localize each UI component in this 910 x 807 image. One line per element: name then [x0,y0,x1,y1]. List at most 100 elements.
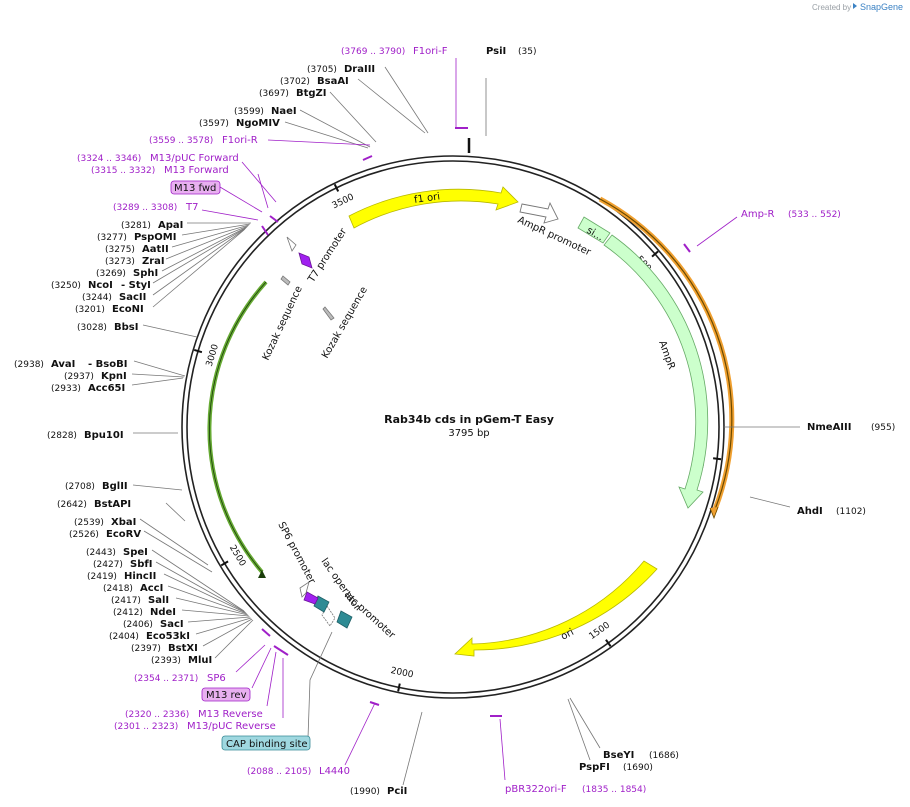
enzyme-bsobi[interactable]: - BsoBI [88,359,127,370]
enzyme-bstapi-pos: (2642) [57,500,87,510]
primer-m13-rev[interactable]: M13 rev [206,690,247,701]
enzyme-nmeaiii[interactable]: NmeAIII [807,422,851,433]
scale-tick-2500 [220,560,229,567]
primer-t7[interactable]: T7 [185,202,198,213]
enzyme-eco53ki[interactable]: Eco53kI [146,631,190,642]
primer-sp6-pos: (2354 .. 2371) [134,674,198,684]
primer-mark-t7 [261,225,269,236]
enzyme-ncoi-pos: (3250) [51,281,81,291]
enzyme-pspomi[interactable]: PspOMI [134,232,176,243]
feature-lac-operator-2[interactable] [336,610,353,629]
feature-t7-site[interactable] [298,252,313,269]
enzyme-acc65i[interactable]: Acc65I [88,383,125,394]
enzyme-bstapi[interactable]: BstAPI [94,499,131,510]
plasmid-name: Rab34b cds in pGem-T Easy [384,413,554,426]
feature-insert-arc-inner [209,281,267,573]
enzyme-econi[interactable]: EcoNI [112,304,144,315]
credit-prefix: Created by [812,3,851,12]
primer-mark-sp6 [261,628,271,637]
enzyme-eco53ki-pos: (2404) [109,632,139,642]
feature-sp6-promoter[interactable] [299,581,310,598]
feature-ori[interactable] [454,560,658,657]
enzyme-avai[interactable]: AvaI [51,359,75,370]
scale-tick-500 [651,250,659,258]
enzyme-pspfi-pos: (1690) [623,763,653,773]
enzyme-bstxi[interactable]: BstXI [168,643,198,654]
feature-kozak-2[interactable] [322,306,335,321]
enzyme-acci[interactable]: AccI [140,583,163,594]
enzyme-psii[interactable]: PsiI [486,46,506,57]
scale-tick-2000 [397,683,401,692]
primer-pbr322ori-f[interactable]: pBR322ori-F [505,784,567,795]
enzyme-aatii-pos: (3275) [105,245,135,255]
enzyme-ecorv[interactable]: EcoRV [106,529,141,540]
feature-kozak-1[interactable] [280,275,291,286]
cap-binding-site-label[interactable]: CAP binding site [226,739,308,750]
enzyme-xbai[interactable]: XbaI [111,517,136,528]
primer-m13-fwd-box[interactable] [170,180,221,195]
primer-m13puc-reverse[interactable]: M13/pUC Reverse [187,721,276,732]
enzyme-styi[interactable]: - StyI [121,280,151,291]
enzyme-bsaai[interactable]: BsaAI [317,76,349,87]
enzyme-bglii-pos: (2708) [65,482,95,492]
scale-tick-3000 [193,348,203,354]
enzyme-pspfi[interactable]: PspFI [579,762,610,773]
enzyme-draiii[interactable]: DraIII [344,64,375,75]
feature-f1-ori[interactable] [348,186,519,229]
enzyme-saci[interactable]: SacI [160,619,184,630]
primer-f1ori-r-pos: (3559 .. 3578) [149,136,213,146]
enzyme-pcii[interactable]: PciI [387,786,407,797]
scale-tick-3500 [333,183,340,192]
feature-ampr-promoter[interactable] [519,201,559,224]
feature-sp6-site[interactable] [303,591,319,605]
enzyme-bpu10i[interactable]: Bpu10I [84,430,124,441]
enzyme-bbsi[interactable]: BbsI [114,322,138,333]
primer-mark-l4440 [369,701,380,706]
enzyme-mlui[interactable]: MluI [188,655,212,666]
enzyme-ahdi[interactable]: AhdI [797,506,823,517]
feature-signal-sequence[interactable] [577,216,611,244]
enzyme-bsaai-pos: (3702) [280,77,310,87]
feature-insert-arc[interactable] [207,280,268,574]
enzyme-ndei[interactable]: NdeI [150,607,176,618]
enzyme-sbfi-pos: (2427) [93,560,123,570]
enzyme-ngomiv-pos: (3597) [199,119,229,129]
enzyme-sacii[interactable]: SacII [119,292,146,303]
feature-label-ampr: AmpR [656,339,677,371]
enzyme-saci-pos: (2406) [123,620,153,630]
backbone-outer-ring [181,155,725,699]
primer-m13-rev-box[interactable] [201,687,251,702]
primer-m13puc-forward[interactable]: M13/pUC Forward [150,153,239,164]
enzyme-btgzi[interactable]: BtgZI [296,88,327,99]
primer-m13-forward[interactable]: M13 Forward [164,165,229,176]
enzyme-bseyi[interactable]: BseYI [603,750,634,761]
enzyme-zrai[interactable]: ZraI [142,256,165,267]
feature-label-ori: ori [559,627,576,643]
enzyme-sali[interactable]: SalI [148,595,169,606]
enzyme-naei[interactable]: NaeI [271,106,297,117]
enzyme-sbfi[interactable]: SbfI [130,559,152,570]
primer-f1ori-r[interactable]: F1ori-R [222,135,258,146]
primer-m13-reverse[interactable]: M13 Reverse [198,709,263,720]
enzyme-bglii[interactable]: BglII [102,481,128,492]
primer-sp6[interactable]: SP6 [207,673,226,684]
primer-m13-fwd[interactable]: M13 fwd [174,183,216,194]
feature-t7-promoter[interactable] [286,236,297,252]
enzyme-ncoi[interactable]: NcoI [88,280,113,291]
enzyme-apai-pos: (3281) [121,221,151,231]
enzyme-aatii[interactable]: AatII [142,244,169,255]
feature-ampr[interactable] [603,234,709,509]
primer-arc-amp-r[interactable] [599,198,733,513]
primer-f1ori-f[interactable]: F1ori-F [413,46,448,57]
enzyme-hincii[interactable]: HincII [124,571,156,582]
enzyme-hincii-pos: (2419) [87,572,117,582]
enzyme-bpu10i-pos: (2828) [47,431,77,441]
enzyme-sphi[interactable]: SphI [133,268,158,279]
enzyme-kpni[interactable]: KpnI [101,371,127,382]
cap-binding-site-box[interactable] [221,735,311,751]
primer-l4440[interactable]: L4440 [319,766,350,777]
primer-amp-r[interactable]: Amp-R [741,209,775,220]
enzyme-spei[interactable]: SpeI [123,547,148,558]
enzyme-apai[interactable]: ApaI [158,220,183,231]
enzyme-ngomiv[interactable]: NgoMIV [236,118,280,129]
